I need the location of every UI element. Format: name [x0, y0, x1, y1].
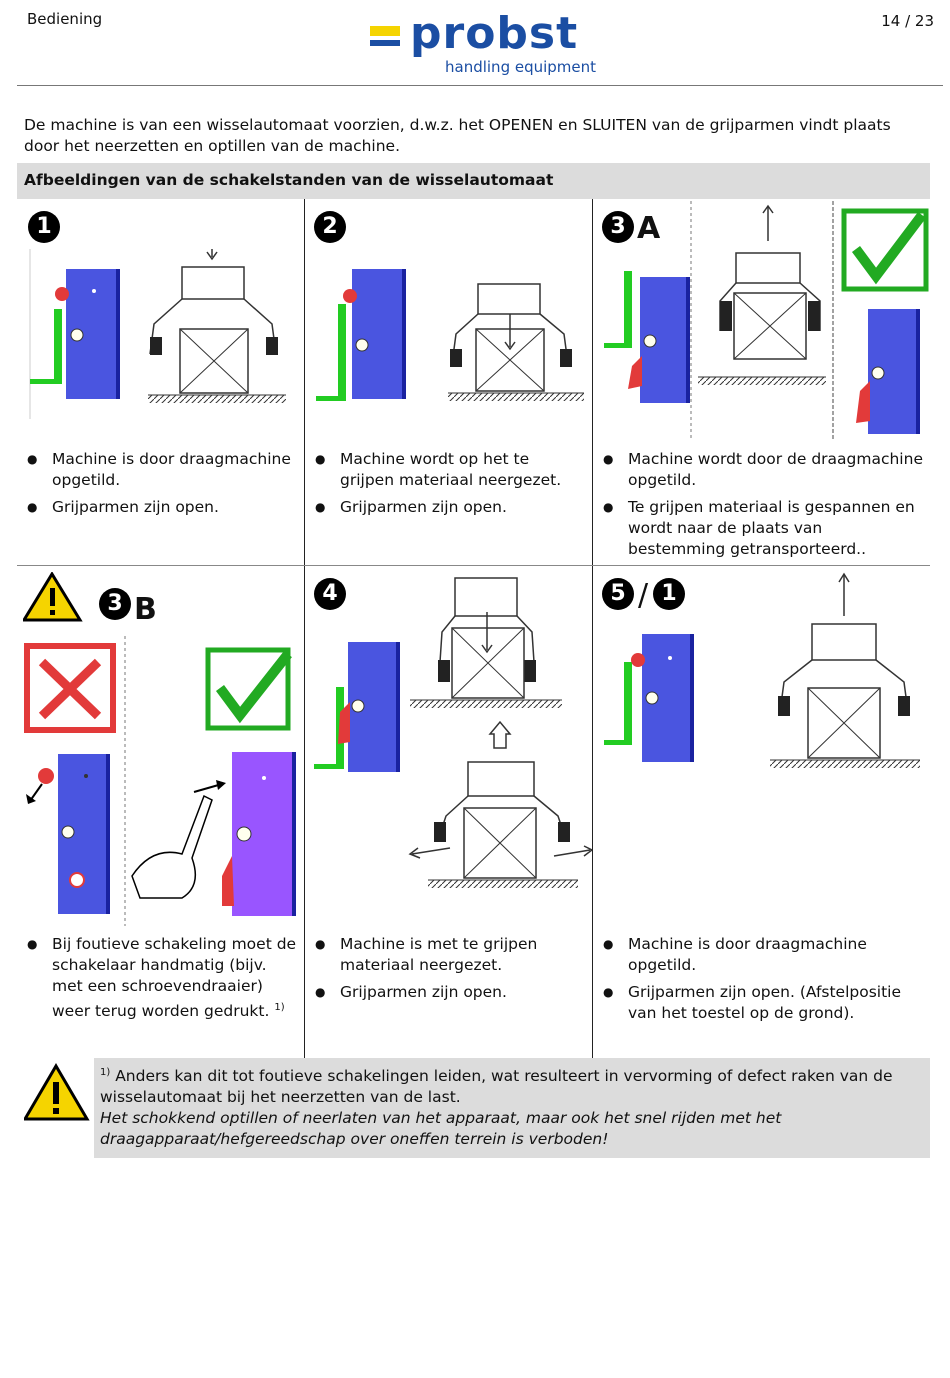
step-bullets: Machine wordt door de draagmachine opget…: [598, 449, 923, 566]
footnote: 1) Anders kan dit tot foutieve schakelin…: [100, 1062, 920, 1150]
list-item: Grijparmen zijn open. (Afstelpositie van…: [598, 982, 928, 1024]
step-letter: B: [134, 592, 157, 627]
grid-divider: [592, 199, 593, 1059]
step-bullets: Machine is door draagmachine opgetild. G…: [598, 934, 928, 1030]
list-item: Bij foutieve schakeling moet de schakela…: [22, 934, 297, 1022]
section-band: Afbeeldingen van de schakelstanden van d…: [17, 163, 930, 199]
list-item: Machine is door draagmachine opgetild.: [22, 449, 292, 491]
figure-step-3b: [24, 636, 296, 926]
figure-step-4: [314, 577, 592, 888]
step-number-badge: 1: [653, 578, 685, 610]
intro-text: De machine is van een wisselautomaat voo…: [24, 116, 891, 155]
header-divider: [17, 85, 943, 86]
list-item: Te grijpen materiaal is gespannen en wor…: [598, 497, 923, 560]
step-number-badge: 5: [602, 578, 634, 610]
section-title: Afbeeldingen van de schakelstanden van d…: [24, 171, 554, 189]
list-item: Machine is door draagmachine opgetild.: [598, 934, 928, 976]
step-bullets: Machine is met te grijpen materiaal neer…: [310, 934, 585, 1009]
cell-step-3b: 3 B Bij foutieve schakeling moet de scha…: [17, 566, 304, 1058]
footnote-warning: Het schokkend optillen of neerlaten van …: [100, 1109, 782, 1149]
cell-step-2: 2 Machine wordt op het te grijpen materi…: [305, 199, 592, 565]
step-number-badge: 4: [314, 578, 346, 610]
list-item: Machine wordt door de draagmachine opget…: [598, 449, 923, 491]
list-item: Machine wordt op het te grijpen materiaa…: [310, 449, 585, 491]
grid-divider: [304, 199, 305, 1059]
step-letter: A: [637, 211, 661, 246]
list-item: Machine is met te grijpen materiaal neer…: [310, 934, 585, 976]
logo-mark-icon: [370, 26, 400, 46]
footnote-band: [94, 1058, 930, 1158]
figure-step-5: [604, 572, 920, 768]
list-item: Grijparmen zijn open.: [310, 497, 585, 518]
warning-icon: [23, 572, 83, 622]
step-bullets: Machine is door draagmachine opgetild. G…: [22, 449, 292, 524]
step-separator: /: [638, 578, 649, 613]
footnote-text: Anders kan dit tot foutieve schakelingen…: [100, 1067, 893, 1107]
step-number-badge: 3: [602, 211, 634, 243]
step-number-badge: 3: [99, 588, 131, 620]
step-bullets: Bij foutieve schakeling moet de schakela…: [22, 934, 297, 1028]
footnote-marker: 1): [100, 1067, 111, 1078]
brand-logo: probst handling equipment: [370, 8, 600, 78]
brand-tagline: handling equipment: [445, 58, 597, 76]
cell-step-3a: 3 A Machine wordt door de draagmachine o…: [593, 199, 930, 565]
warning-icon: [24, 1063, 90, 1121]
figure-step-3a: [604, 201, 929, 441]
header-section-title: Bediening: [27, 10, 103, 28]
cell-step-1: 1 Machine is door draagmachine opgetild.…: [17, 199, 304, 565]
bullet-text: Bij foutieve schakeling moet de schakela…: [52, 935, 297, 1021]
page-number: 14 / 23: [881, 12, 934, 30]
brand-name: probst: [410, 8, 579, 59]
figure-step-2: [316, 269, 584, 401]
step-number-badge: 1: [28, 211, 60, 243]
cell-step-4: 4 Machine is met te grijpen materiaal ne…: [305, 566, 592, 1058]
list-item: Grijparmen zijn open.: [22, 497, 292, 518]
list-item: Grijparmen zijn open.: [310, 982, 585, 1003]
figure-step-1: [29, 249, 286, 419]
footnote-ref: 1): [274, 1002, 285, 1013]
step-number-badge: 2: [314, 211, 346, 243]
row-divider: [17, 565, 930, 566]
step-bullets: Machine wordt op het te grijpen materiaa…: [310, 449, 585, 524]
cell-step-5: 5 / 1 Machine is door draagmachine opget…: [593, 566, 930, 1058]
